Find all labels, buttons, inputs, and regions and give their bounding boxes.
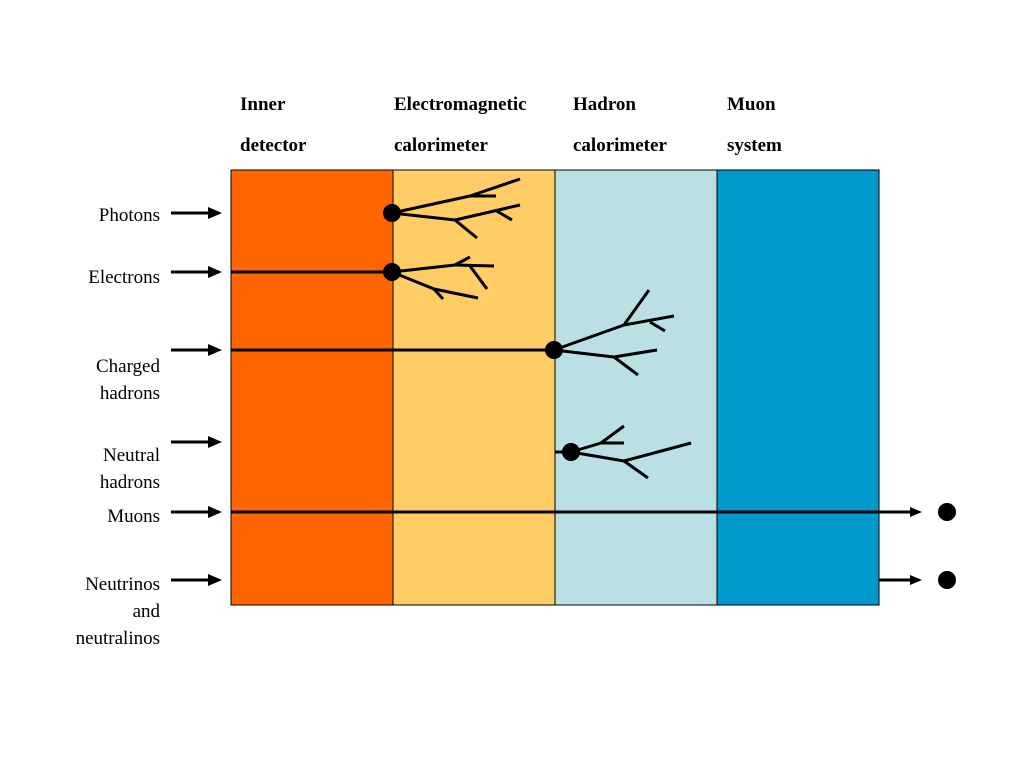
particle-label-neutrinos: Neutrinos and neutralinos <box>10 544 160 652</box>
incoming-arrow-muons <box>171 506 222 518</box>
photon-shower <box>391 177 521 240</box>
particle-label-text: Charged hadrons <box>95 356 160 404</box>
inner-detector-layer <box>230 169 394 606</box>
em-calorimeter-layer <box>392 169 556 606</box>
particle-label-photons: Photons <box>10 202 160 229</box>
muon-track <box>231 507 922 517</box>
layer-heading-line: Hadron <box>573 94 637 115</box>
muon-exit-dot <box>938 503 956 521</box>
particle-label-text: Neutrinos and neutralinos <box>75 574 160 649</box>
particle-label-charged-hadrons: Charged hadrons <box>10 326 160 407</box>
layer-heading-line: calorimeter <box>394 135 488 156</box>
photon-vertex-dot <box>383 204 401 222</box>
incoming-arrow-neutrinos <box>171 574 222 586</box>
particle-label-text: Neutral hadrons <box>99 445 160 493</box>
neutrino-exit-arrow <box>879 575 922 585</box>
incoming-arrow-photons <box>171 207 222 219</box>
layer-heading-line: calorimeter <box>573 135 667 156</box>
layer-heading-line: system <box>727 135 782 156</box>
incoming-arrow-charged-hadrons <box>171 344 222 356</box>
layer-heading-inner-detector: Inner detector <box>240 84 306 166</box>
particle-label-text: Muons <box>107 506 160 527</box>
electron-vertex-dot <box>383 263 401 281</box>
incoming-arrow-electrons <box>171 266 222 278</box>
charged-hadron-track <box>231 289 675 377</box>
incoming-arrow-neutral-hadrons <box>171 436 222 448</box>
layer-heading-line: Electromagnetic <box>394 94 527 115</box>
particle-label-text: Electrons <box>88 267 160 288</box>
layer-heading-line: Inner <box>240 94 286 115</box>
layer-heading-muon-system: Muon system <box>727 84 782 166</box>
neutral-hadron-vertex-dot <box>562 443 580 461</box>
neutrino-exit-dot <box>938 571 956 589</box>
layer-heading-line: detector <box>240 135 307 156</box>
particle-label-muons: Muons <box>10 503 160 530</box>
electron-track <box>231 255 495 301</box>
particle-label-neutral-hadrons: Neutral hadrons <box>10 415 160 496</box>
muon-system-layer <box>716 169 880 606</box>
layer-heading-line: Muon <box>727 94 776 115</box>
layer-heading-em-calorimeter: Electromagnetic calorimeter <box>394 84 527 166</box>
particle-label-text: Photons <box>98 205 160 226</box>
particle-label-electrons: Electrons <box>10 264 160 291</box>
charged-hadron-vertex-dot <box>545 341 563 359</box>
hadron-calorimeter-layer <box>554 169 718 606</box>
layer-heading-hadron-calorimeter: Hadron calorimeter <box>573 84 667 166</box>
